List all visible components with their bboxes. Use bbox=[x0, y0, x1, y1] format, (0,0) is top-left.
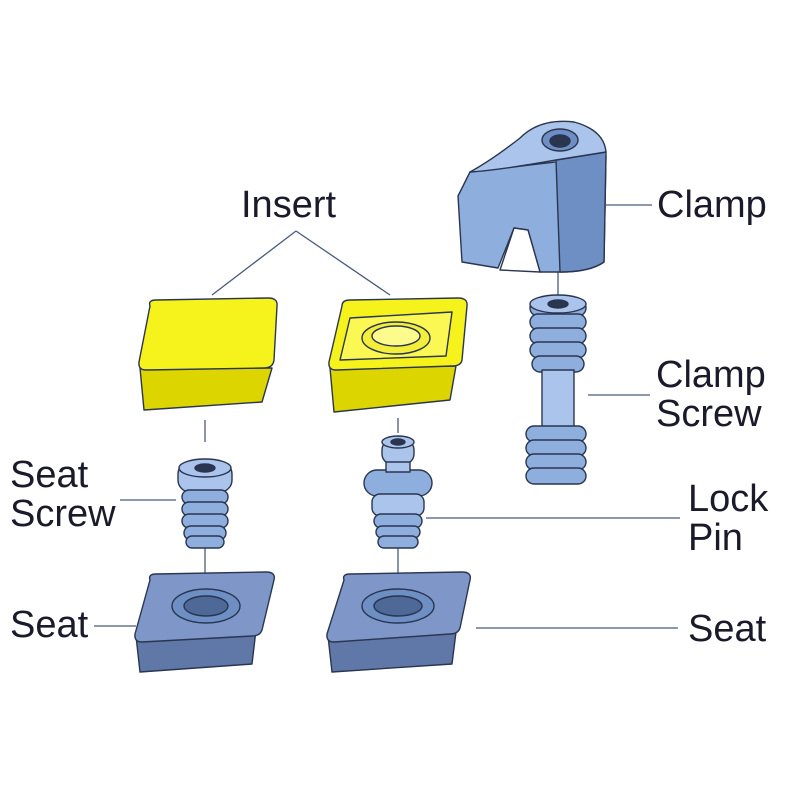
clamp-label: Clamp bbox=[657, 186, 767, 225]
insert-right bbox=[329, 298, 467, 412]
insert-left-front bbox=[140, 368, 272, 410]
clamp-screw-label-line1: Clamp bbox=[656, 356, 766, 395]
lock-pin-neck bbox=[386, 462, 410, 472]
clamp-screw-thread-4 bbox=[526, 468, 586, 484]
seat-right bbox=[327, 572, 470, 672]
lock-pin-collar bbox=[364, 470, 432, 496]
insert-leader-left bbox=[212, 231, 296, 295]
seat-screw-label-line2: Screw bbox=[10, 495, 116, 534]
lock-pin-thread-3 bbox=[378, 536, 418, 548]
lock-pin-label: Lock Pin bbox=[688, 480, 768, 558]
seat-screw-socket bbox=[195, 464, 215, 472]
insert-left-top bbox=[139, 298, 277, 370]
clamp-screw-label: Clamp Screw bbox=[656, 356, 766, 434]
lock-pin-label-line1: Lock bbox=[688, 480, 768, 519]
seat-right-label: Seat bbox=[688, 610, 766, 649]
clamp-hole-inner bbox=[550, 135, 570, 147]
seat-left bbox=[135, 572, 274, 672]
seat-screw-label: Seat Screw bbox=[10, 456, 116, 534]
insert-label: Insert bbox=[241, 186, 336, 225]
insert-left bbox=[139, 298, 277, 410]
clamp-screw-label-line2: Screw bbox=[656, 395, 766, 434]
lock-pin-shank bbox=[372, 494, 424, 516]
seat-screw-label-line1: Seat bbox=[10, 456, 116, 495]
seat-right-hole-inner bbox=[374, 596, 422, 616]
seat-screw-thread-5 bbox=[186, 536, 224, 548]
lock-pin-label-line2: Pin bbox=[688, 519, 768, 558]
seat-left-label: Seat bbox=[10, 606, 88, 645]
seat-screw bbox=[178, 459, 232, 548]
insert-right-front bbox=[330, 366, 456, 412]
clamp-screw bbox=[526, 295, 586, 484]
clamp-screw-socket bbox=[548, 300, 568, 308]
clamp bbox=[458, 121, 606, 272]
insert-leader-right bbox=[296, 231, 390, 295]
lock-pin bbox=[364, 436, 432, 548]
clamp-side bbox=[556, 152, 606, 272]
lock-pin-socket bbox=[391, 439, 405, 445]
clamp-screw-shank bbox=[542, 370, 574, 430]
insert-right-hole-inner bbox=[372, 326, 420, 346]
seat-left-hole-inner bbox=[184, 596, 228, 616]
